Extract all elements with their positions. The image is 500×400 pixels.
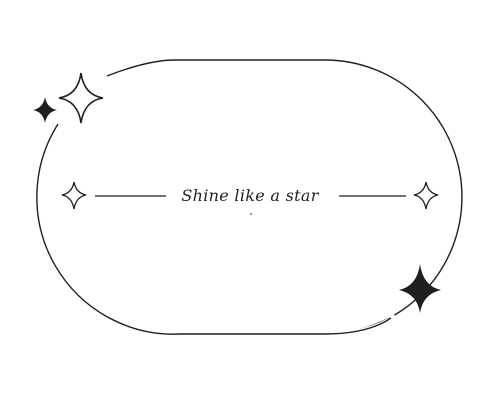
filled-star-icon-small-left — [33, 97, 57, 123]
tagline-text: Shine like a star — [181, 186, 319, 205]
outline-star-icon-divider-right — [413, 181, 439, 210]
outline-star-icon-divider-left — [61, 181, 87, 210]
oval-border-lower-right — [324, 317, 392, 335]
outline-star-icon-top-left — [58, 72, 104, 124]
filled-star-icon-bottom-right — [399, 264, 441, 313]
decorative-dot — [250, 213, 252, 215]
